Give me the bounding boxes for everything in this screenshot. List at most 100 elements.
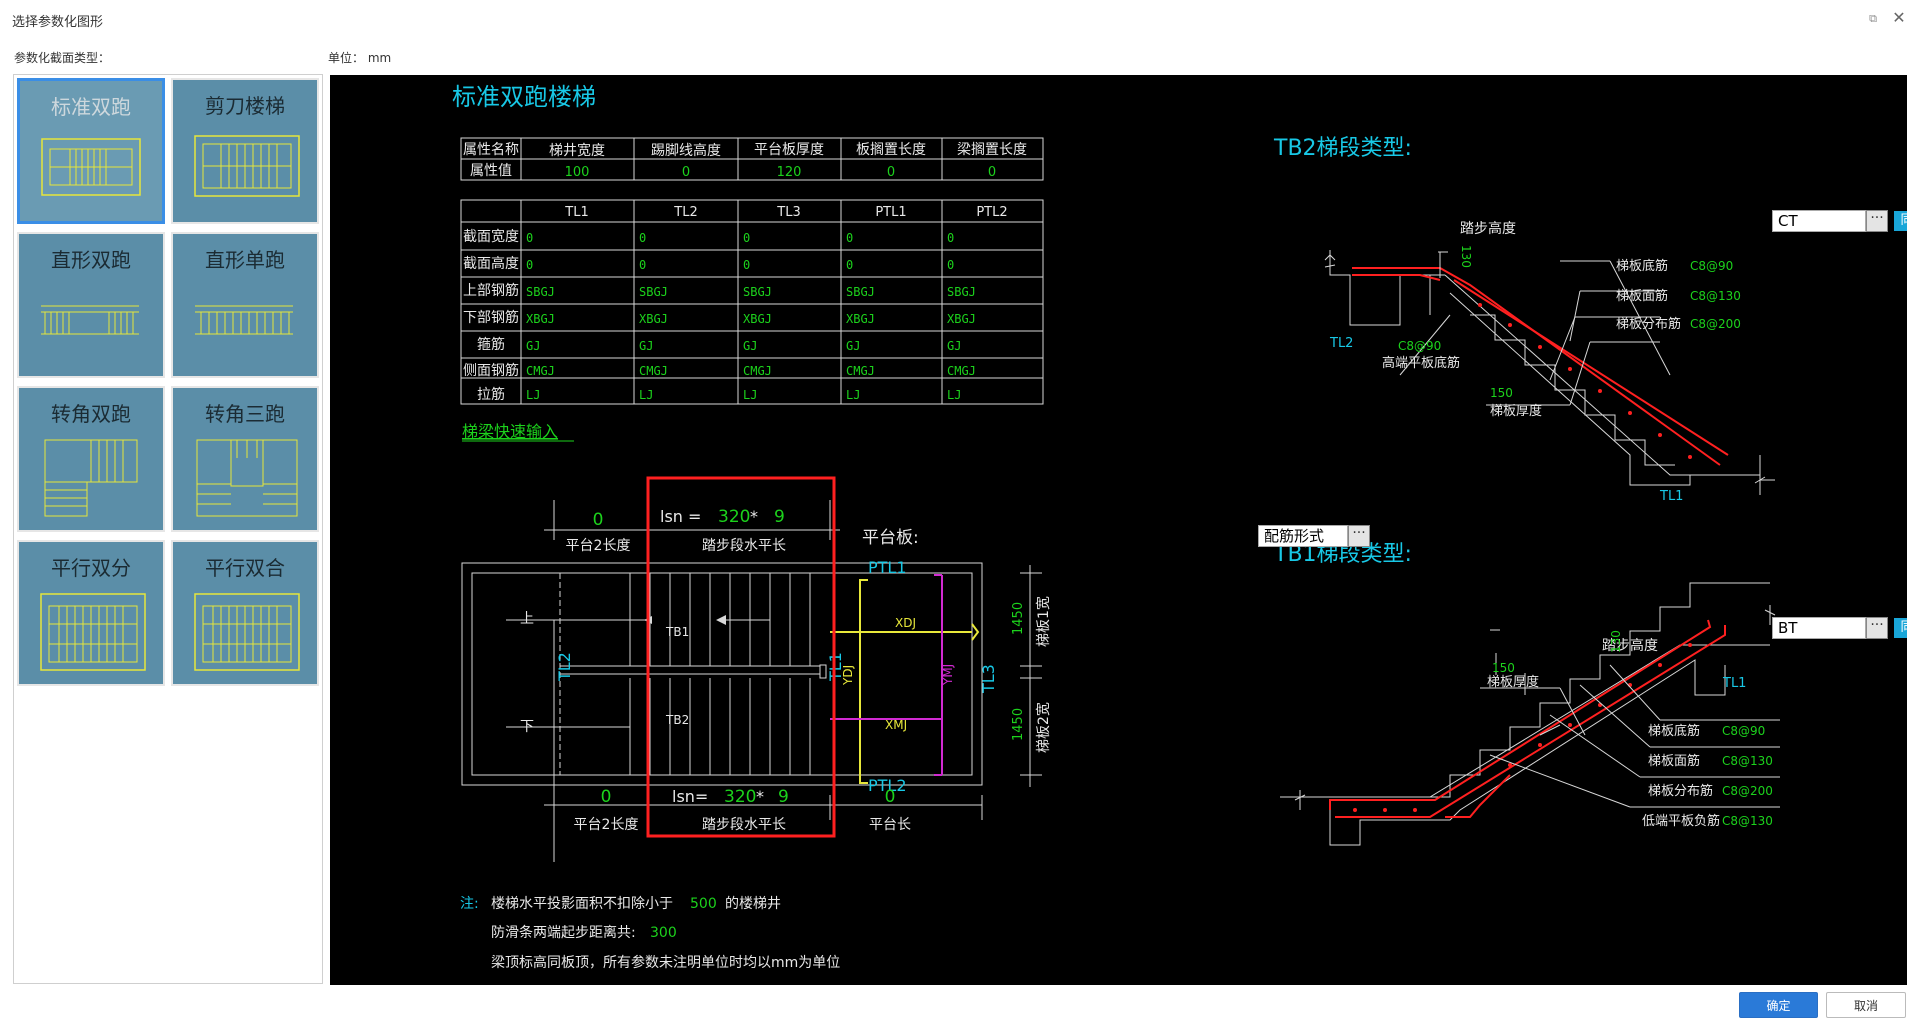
beam-cell[interactable]: GJ (639, 339, 653, 353)
top-lsn-value[interactable]: 320 (718, 507, 750, 527)
beam-cell[interactable]: GJ (947, 339, 961, 353)
beam-cell[interactable]: 0 (947, 258, 954, 272)
prop-value-2[interactable]: 120 (777, 165, 802, 180)
beam-cell[interactable]: XBGJ (526, 312, 555, 326)
prop-value-3[interactable]: 0 (887, 165, 895, 180)
beam-cell[interactable]: 0 (743, 258, 750, 272)
notes-line2-value[interactable]: 300 (650, 925, 677, 941)
beam-cell[interactable]: XBGJ (846, 312, 875, 326)
beam-cell[interactable]: CMGJ (743, 364, 772, 378)
beam-cell[interactable]: SBGJ (947, 285, 976, 299)
platform-board-input[interactable]: 配筋形式 (1258, 525, 1348, 547)
down-label: 下 (520, 719, 534, 735)
bottom-lsn-value[interactable]: 320 (724, 787, 756, 807)
prop-value-0[interactable]: 100 (565, 165, 590, 180)
close-icon[interactable]: ✕ (1892, 8, 1906, 27)
bottom-platform-value[interactable]: 0 (601, 787, 612, 807)
tb2-thickness-value[interactable]: 150 (1490, 386, 1513, 400)
tb1-top-rebar-value[interactable]: C8@130 (1722, 754, 1773, 768)
beam-cell[interactable]: GJ (846, 339, 860, 353)
beam-cell[interactable]: CMGJ (639, 364, 668, 378)
beam-cell[interactable]: 0 (639, 258, 646, 272)
tb1-type-input[interactable]: BT (1772, 617, 1866, 639)
beam-col-4: PTL2 (976, 205, 1007, 220)
notes-line2-a: 防滑条两端起步距离共: (491, 924, 636, 941)
width1-value[interactable]: 1450 (1011, 602, 1026, 635)
beam-cell[interactable]: XBGJ (639, 312, 668, 326)
platform-board-more-button[interactable]: ··· (1348, 525, 1370, 547)
prop-value-4[interactable]: 0 (988, 165, 996, 180)
thumb-parallel-merge[interactable]: 平行双合 (171, 540, 319, 686)
notes-prefix: 注: (460, 896, 479, 912)
beam-cell[interactable]: GJ (526, 339, 540, 353)
parallel-split-stair-icon (40, 593, 146, 671)
beam-cell[interactable]: 0 (846, 258, 853, 272)
beam-cell[interactable]: LJ (947, 388, 961, 402)
tb2-bottom-rebar-value[interactable]: C8@90 (1690, 259, 1733, 273)
beam-cell[interactable]: XBGJ (947, 312, 976, 326)
notes-line1-value[interactable]: 500 (690, 896, 717, 912)
tb2-high-plate-value[interactable]: C8@90 (1398, 339, 1441, 353)
quick-input-link[interactable]: 梯梁快速输入 (462, 422, 558, 441)
thumb-corner-double[interactable]: 转角双跑 (17, 386, 165, 532)
top-platform-value[interactable]: 0 (593, 510, 604, 530)
thumb-standard-double[interactable]: 标准双跑 (17, 78, 165, 224)
restore-icon[interactable]: ⧉ (1869, 12, 1877, 25)
beam-row-label: 箍筋 (477, 336, 505, 353)
beam-cell[interactable]: LJ (639, 388, 653, 402)
section-type-label: 参数化截面类型： (14, 51, 111, 65)
beam-cell[interactable]: LJ (526, 388, 540, 402)
beam-cell[interactable]: SBGJ (743, 285, 772, 299)
section-type-list: 标准双跑 剪刀楼梯 直形双跑 直形单跑 转角 (13, 74, 323, 984)
tb1-step-height-value[interactable]: 130 (1609, 630, 1623, 653)
tb2-same-as-down-button[interactable]: 同下跑梯段 (1894, 211, 1907, 231)
thumb-scissor-stair[interactable]: 剪刀楼梯 (171, 78, 319, 224)
width1-label: 梯板1宽 (1035, 596, 1052, 647)
drawing-title: 标准双跑楼梯 (452, 83, 596, 111)
tb1-dist-rebar-value[interactable]: C8@200 (1722, 784, 1773, 798)
beam-cell[interactable]: 0 (639, 231, 646, 245)
thumb-straight-single[interactable]: 直形单跑 (171, 232, 319, 378)
prop-value-1[interactable]: 0 (682, 165, 690, 180)
tb1-bottom-rebar-value[interactable]: C8@90 (1722, 724, 1765, 738)
top-lsn-count[interactable]: 9 (774, 507, 785, 527)
beam-cell[interactable]: 0 (526, 231, 533, 245)
bottom-lsn-count[interactable]: 9 (778, 787, 789, 807)
width2-value[interactable]: 1450 (1011, 708, 1026, 741)
tb2-step-height-value[interactable]: 130 (1459, 245, 1473, 268)
beam-cell[interactable]: LJ (846, 388, 860, 402)
tb2-top-rebar-value[interactable]: C8@130 (1690, 289, 1741, 303)
tb1-same-as-up-button[interactable]: 同上跑梯段 (1894, 618, 1907, 638)
beam-cell[interactable]: CMGJ (526, 364, 555, 378)
beam-cell[interactable]: 0 (743, 231, 750, 245)
stair-drawing: 标准双跑楼梯 属性名称 梯井宽度 踢脚线高度 平台板厚度 板搁置长度 梁搁置长度… (452, 83, 1780, 971)
thumb-straight-double[interactable]: 直形双跑 (17, 232, 165, 378)
beam-cell[interactable]: SBGJ (526, 285, 555, 299)
beam-cell[interactable]: SBGJ (639, 285, 668, 299)
tb2-type-more-button[interactable]: ··· (1866, 210, 1888, 232)
beam-cell[interactable]: XBGJ (743, 312, 772, 326)
thumb-label: 平行双合 (205, 556, 285, 580)
stair-plan: 0 平台2长度 lsn = 320 * 9 踏步段水平长 平台板: (461, 476, 1052, 862)
cancel-button[interactable]: 取消 (1826, 992, 1906, 1018)
tb1-low-plate-value[interactable]: C8@130 (1722, 814, 1773, 828)
tb1-thickness-value[interactable]: 150 (1492, 661, 1515, 675)
up-label: 上 (520, 611, 534, 627)
thumb-corner-triple[interactable]: 转角三跑 (171, 386, 319, 532)
beam-cell[interactable]: 0 (526, 258, 533, 272)
beam-cell[interactable]: CMGJ (846, 364, 875, 378)
beam-cell[interactable]: LJ (743, 388, 757, 402)
beam-cell[interactable]: 0 (947, 231, 954, 245)
beam-cell[interactable]: GJ (743, 339, 757, 353)
tb2-type-input[interactable]: CT (1772, 210, 1866, 232)
beam-cell[interactable]: 0 (846, 231, 853, 245)
tb1-type-more-button[interactable]: ··· (1866, 617, 1888, 639)
property-table (460, 137, 1044, 181)
beam-cell[interactable]: CMGJ (947, 364, 976, 378)
platform-board-label: 平台板: (862, 528, 919, 548)
beam-cell[interactable]: SBGJ (846, 285, 875, 299)
tb2-dist-rebar-value[interactable]: C8@200 (1690, 317, 1741, 331)
ok-button[interactable]: 确定 (1739, 992, 1818, 1018)
right-platform-value[interactable]: 0 (885, 787, 896, 807)
thumb-parallel-split[interactable]: 平行双分 (17, 540, 165, 686)
